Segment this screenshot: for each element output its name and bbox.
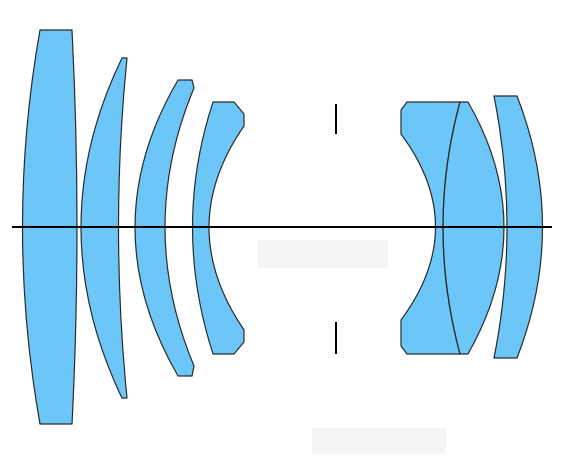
- faint-block-lower: [312, 428, 446, 454]
- faint-block-upper: [258, 240, 388, 268]
- lens-element-4: [191, 101, 245, 355]
